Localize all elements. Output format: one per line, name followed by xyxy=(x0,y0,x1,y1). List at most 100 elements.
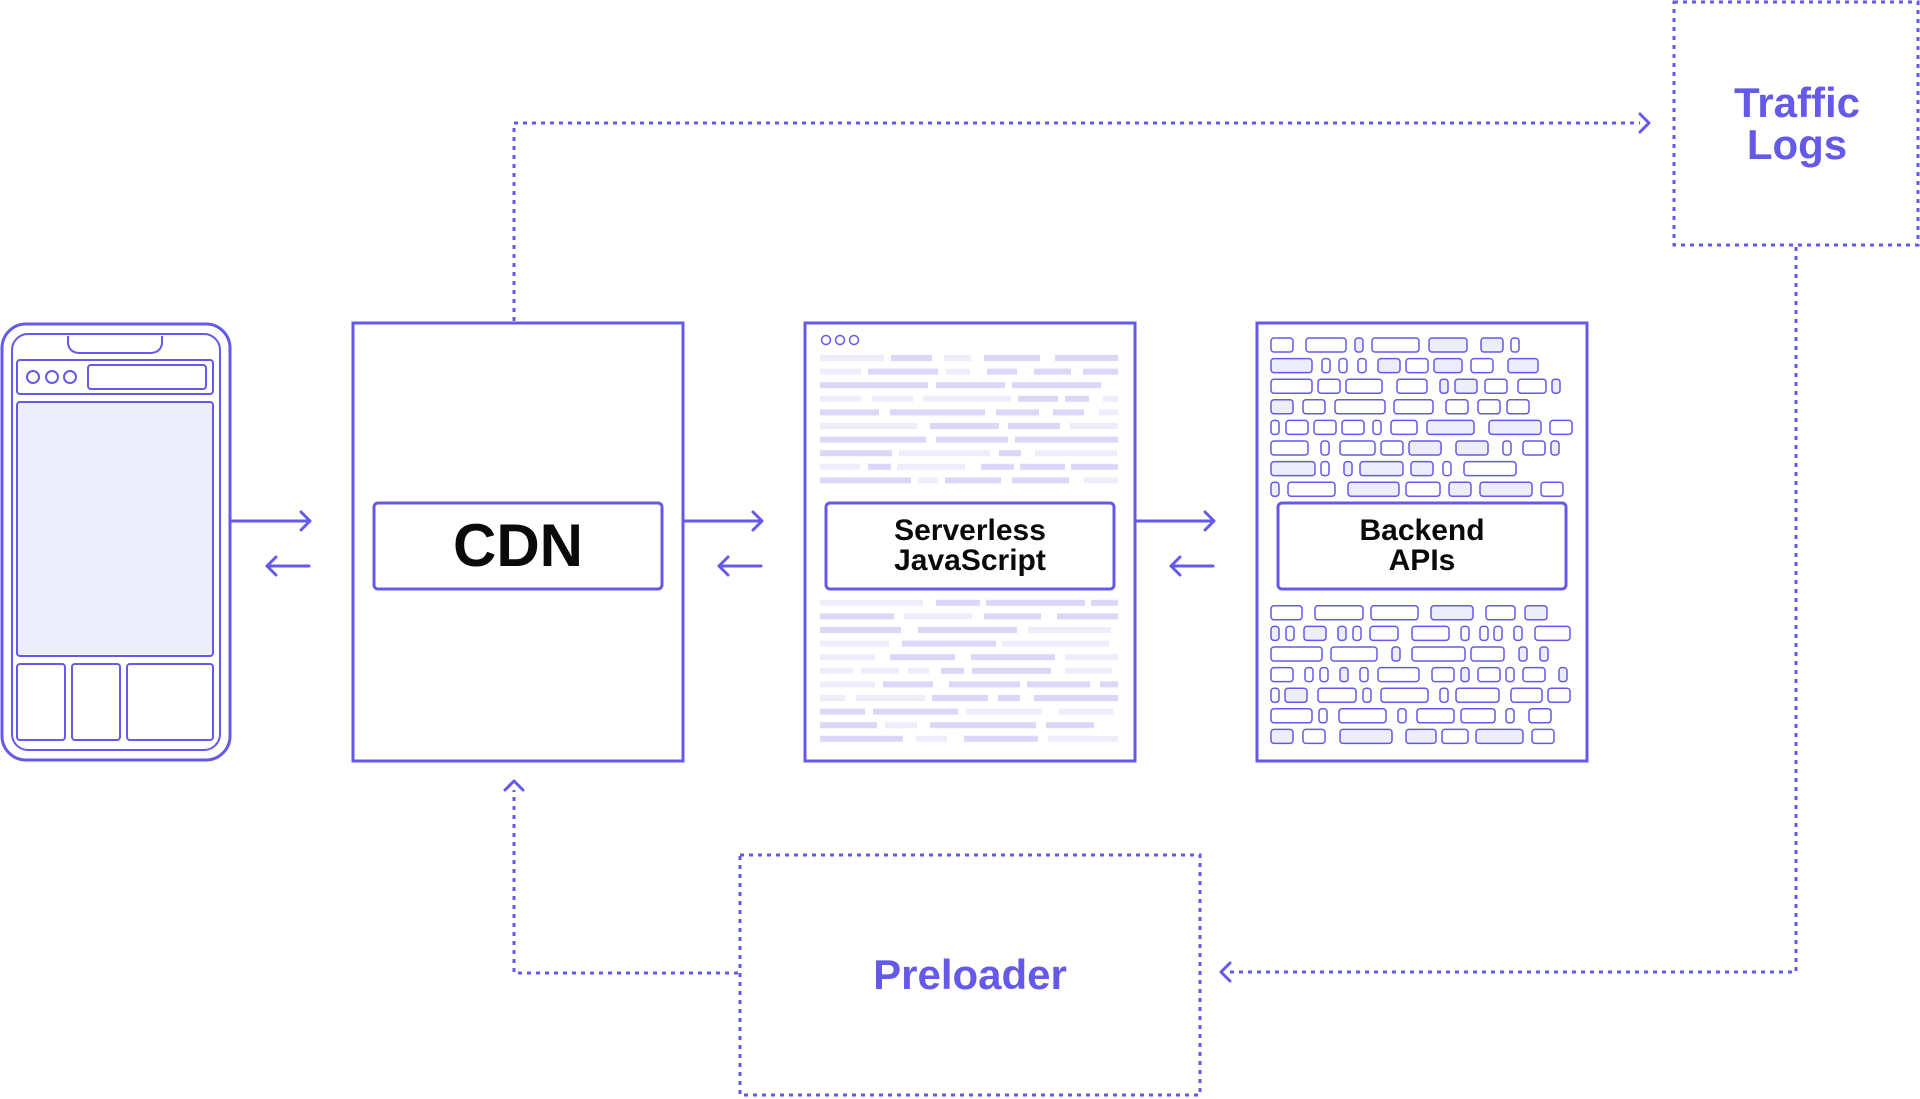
api-block xyxy=(1314,605,1364,621)
code-line xyxy=(820,735,903,742)
backend-node xyxy=(1255,321,1589,763)
code-line xyxy=(1012,382,1101,389)
browser-dot-1 xyxy=(26,370,40,384)
api-block xyxy=(1510,687,1543,703)
api-block xyxy=(1317,378,1341,394)
code-line xyxy=(945,477,1001,484)
code-line xyxy=(984,613,1041,620)
screen-tile-1 xyxy=(16,663,66,741)
api-block xyxy=(1439,378,1449,394)
screen-tile-2 xyxy=(71,663,121,741)
arrow-serverless-backend-request xyxy=(1133,510,1216,532)
api-block xyxy=(1305,337,1347,353)
code-line xyxy=(883,681,933,688)
code-line xyxy=(861,667,899,674)
code-line xyxy=(981,463,1014,470)
serverless-label-box xyxy=(824,501,1116,591)
code-line xyxy=(820,355,884,361)
code-line xyxy=(986,599,1085,606)
phone-notch xyxy=(67,336,163,354)
api-block xyxy=(1528,708,1552,724)
api-block xyxy=(1505,666,1515,683)
code-line xyxy=(944,355,971,361)
api-block xyxy=(1493,625,1503,642)
api-block xyxy=(1362,687,1372,703)
code-line xyxy=(1008,423,1060,429)
api-block xyxy=(1510,337,1520,353)
traffic-logs-label: Traffic Logs xyxy=(1733,78,1861,168)
api-block xyxy=(1270,481,1280,497)
api-block xyxy=(1319,666,1329,683)
api-block xyxy=(1507,357,1539,374)
api-block xyxy=(1551,378,1561,394)
api-block xyxy=(1477,399,1501,415)
code-line xyxy=(890,409,985,416)
api-block xyxy=(1484,378,1508,394)
arrowhead-cdn xyxy=(503,779,525,792)
api-block xyxy=(1270,460,1316,477)
api-block xyxy=(1549,419,1573,436)
api-block xyxy=(1428,337,1468,353)
code-line xyxy=(998,695,1020,701)
api-block xyxy=(1524,605,1548,621)
code-line xyxy=(1034,368,1071,375)
api-block xyxy=(1270,728,1294,745)
api-block xyxy=(1550,440,1560,456)
code-line xyxy=(820,450,892,457)
api-block xyxy=(1426,419,1475,436)
api-block xyxy=(1513,625,1523,642)
api-block xyxy=(1463,460,1517,477)
editor-dot-2 xyxy=(834,334,846,346)
api-block xyxy=(1318,708,1328,724)
api-block xyxy=(1317,687,1357,703)
code-line xyxy=(964,735,1038,742)
api-block xyxy=(1393,399,1434,415)
api-block xyxy=(1352,625,1362,642)
client-device xyxy=(0,322,232,762)
arrow-cdn-serverless-response xyxy=(717,555,763,577)
api-block xyxy=(1539,646,1549,662)
code-line xyxy=(930,423,999,429)
api-block xyxy=(1445,399,1469,415)
preloader-box xyxy=(738,853,1202,1097)
api-block xyxy=(1522,666,1546,683)
code-line xyxy=(1012,477,1069,484)
api-block xyxy=(1380,440,1404,456)
api-block xyxy=(1502,440,1512,456)
arrow-cdn-serverless-request xyxy=(681,510,764,532)
api-block xyxy=(1338,708,1387,724)
api-block xyxy=(1371,337,1420,353)
api-block xyxy=(1390,419,1418,436)
code-line xyxy=(908,667,929,674)
api-block xyxy=(1416,708,1455,724)
api-block xyxy=(1337,625,1347,642)
code-line xyxy=(820,436,926,443)
api-block xyxy=(1522,440,1546,456)
api-block xyxy=(1405,481,1441,497)
api-block xyxy=(1485,605,1516,621)
api-block xyxy=(1454,378,1478,394)
code-line xyxy=(820,722,877,729)
serverless-label: Serverless JavaScript xyxy=(894,514,1046,577)
code-line xyxy=(891,355,932,361)
api-block xyxy=(1320,460,1330,477)
api-block xyxy=(1396,378,1428,394)
arrow-client-cdn-request xyxy=(229,510,312,532)
api-block xyxy=(1359,666,1369,683)
code-line xyxy=(820,654,875,661)
api-block xyxy=(1411,646,1466,662)
api-block xyxy=(1284,687,1308,703)
code-line xyxy=(1059,708,1113,715)
api-block xyxy=(1359,460,1404,477)
code-line xyxy=(1057,613,1118,620)
api-block xyxy=(1370,605,1419,621)
arrow-serverless-backend-response xyxy=(1169,555,1215,577)
code-line xyxy=(820,382,928,389)
api-block xyxy=(1330,646,1378,662)
code-line xyxy=(1035,450,1117,457)
browser-dot-3 xyxy=(63,370,77,384)
flow-preloader-to-cdn xyxy=(512,790,738,975)
code-line xyxy=(885,722,917,729)
code-line xyxy=(1002,640,1109,647)
api-block xyxy=(1405,728,1437,745)
